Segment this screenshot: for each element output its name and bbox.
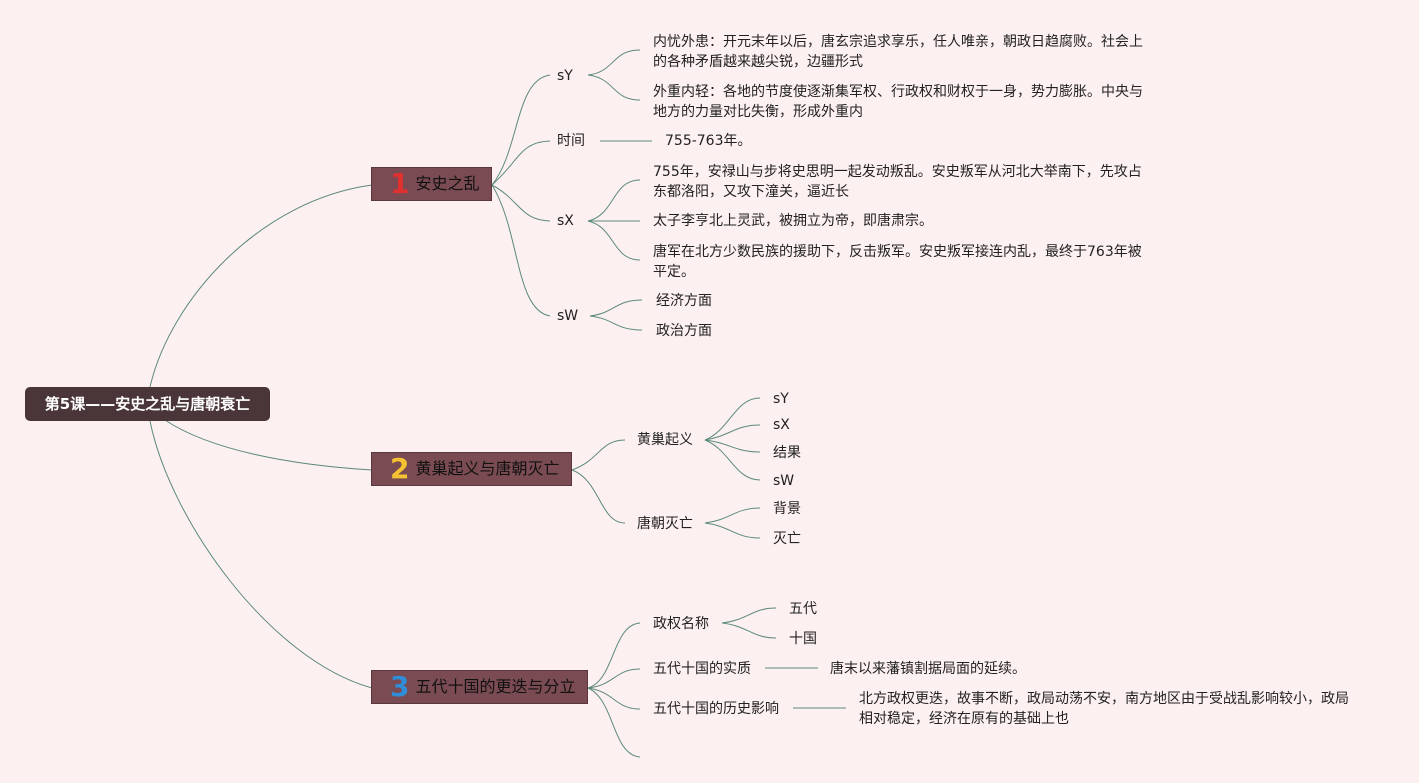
link-t2-tangmie [571,469,626,524]
link-t1-sY [491,74,551,186]
link-sX-3 [587,220,641,261]
link-root-topic2 [164,419,373,471]
leaf-fall[interactable]: 灭亡 [773,531,801,547]
number-three-icon: 3 [390,670,410,703]
leaf-internal-external-troubles[interactable]: 内忧外患：开元末年以后，唐玄宗追求享乐，任人唯亲，朝政日趋腐败。社会上的各种矛盾… [653,34,1143,70]
link-t2-huangchao [571,439,626,471]
link-t3-extra [587,687,641,758]
subtopic-regime-names[interactable]: 政权名称 [653,616,709,632]
link-hc-sW [704,439,761,481]
link-t1-sW [491,184,551,317]
link-t1-time [491,140,551,186]
leaf-essence-text[interactable]: 唐末以来藩镇割据局面的延续。 [830,661,1026,677]
link-t3-names [587,622,641,689]
leaf-hc-sY[interactable]: sY [773,391,789,407]
link-sY-2 [587,74,641,101]
leaf-hc-result[interactable]: 结果 [773,445,801,461]
link-t1-sX [491,184,551,222]
subtopic-huang-chao[interactable]: 黄巢起义 [637,432,693,448]
leaf-five-dynasties[interactable]: 五代 [789,601,817,617]
subtopic-sW[interactable]: sW [557,308,579,324]
topic-title: 五代十国的更迭与分立 [415,677,576,696]
leaf-hc-sX[interactable]: sX [773,417,790,433]
leaf-impact-text[interactable]: 北方政权更迭，故事不断，政局动荡不安，南方地区由于受战乱影响较小，政局相对稳定，… [859,691,1349,727]
topic-title: 黄巢起义与唐朝灭亡 [415,459,560,478]
link-tm-end [704,522,761,539]
link-t3-essence [587,668,641,689]
link-t3-impact [587,687,641,710]
leaf-hc-sW[interactable]: sW [773,473,795,489]
central-topic[interactable]: 第5课——安史之乱与唐朝衰亡 [25,387,270,421]
subtopic-impact[interactable]: 五代十国的历史影响 [653,701,779,717]
topic-five-dynasties[interactable]: 3 五代十国的更迭与分立 [371,670,588,704]
link-sW-2 [589,315,643,331]
leaf-time-range[interactable]: 755-763年。 [665,133,752,149]
leaf-economy[interactable]: 经济方面 [656,293,712,309]
link-hc-sX [704,424,761,441]
leaf-background[interactable]: 背景 [773,501,801,517]
leaf-ten-kingdoms[interactable]: 十国 [789,631,817,647]
link-hc-result [704,439,761,453]
number-one-icon: 1 [390,167,410,200]
link-sY-1 [587,49,641,76]
leaf-rebellion-start[interactable]: 755年，安禄山与步将史思明一起发动叛乱。安史叛军从河北大举南下，先攻占东都洛阳… [653,164,1142,200]
number-two-icon: 2 [390,452,410,485]
link-root-topic3 [149,420,373,689]
leaf-emperor-suzong[interactable]: 太子李亨北上灵武，被拥立为帝，即唐肃宗。 [653,213,933,229]
link-sX-1 [587,179,641,222]
subtopic-tang-fall[interactable]: 唐朝灭亡 [637,516,693,532]
link-hc-sY [704,397,761,441]
subtopic-essence[interactable]: 五代十国的实质 [653,661,751,677]
link-root-topic1 [149,184,373,388]
subtopic-sY[interactable]: sY [557,68,573,84]
leaf-politics[interactable]: 政治方面 [656,323,712,339]
subtopic-time[interactable]: 时间 [557,133,585,149]
topic-title: 安史之乱 [415,174,480,193]
leaf-external-heavy[interactable]: 外重内轻：各地的节度使逐渐集军权、行政权和财权于一身，势力膨胀。中央与地方的力量… [653,84,1143,120]
topic-huang-chao-uprising[interactable]: 2 黄巢起义与唐朝灭亡 [371,452,572,486]
link-names-wudai [721,607,777,624]
topic-an-shi-rebellion[interactable]: 1 安史之乱 [371,167,492,201]
link-names-shiguo [721,622,777,639]
link-sW-1 [589,299,643,317]
leaf-rebellion-end[interactable]: 唐军在北方少数民族的援助下，反击叛军。安史叛军接连内乱，最终于763年被平定。 [653,244,1142,280]
link-tm-bg [704,507,761,524]
subtopic-sX[interactable]: sX [557,213,574,229]
